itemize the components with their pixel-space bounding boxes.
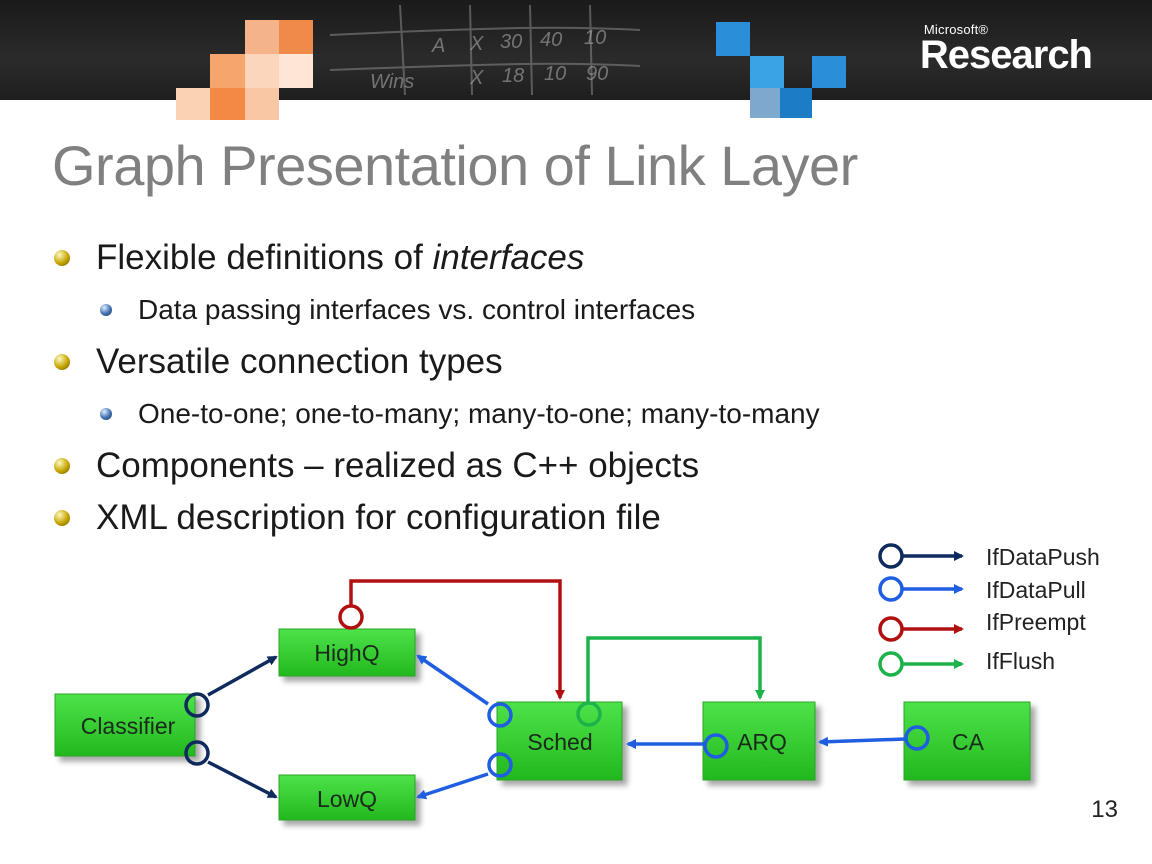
bullet-list: Flexible definitions of interfaces Data … [52,232,1112,544]
ca-label: CA [952,729,985,755]
gold-bullet-icon [54,458,70,474]
svg-text:A: A [431,35,445,57]
legend-label: IfDataPush [986,544,1100,570]
blue-bullet-icon [100,408,112,420]
bullet-text: XML description for configuration file [96,498,661,537]
flush-port-icon [576,701,602,727]
legend-label: IfFlush [986,648,1055,674]
bullet-emphasis: interfaces [432,238,585,277]
svg-text:10: 10 [544,63,566,85]
blue-bullet-icon [100,304,112,316]
pull-port-icon [487,702,513,728]
sub-bullet-item: One-to-one; one-to-many; many-to-one; ma… [52,388,1112,440]
push-port-icon [184,740,210,766]
arq-box: ARQ [702,701,816,781]
bullet-text: Versatile connection types [96,342,503,381]
slide-title: Graph Presentation of Link Layer [52,134,858,197]
classifier-label: Classifier [81,713,176,739]
bullet-item: XML description for configuration file [52,492,1112,544]
preempt-highq-to-sched-arrow [349,579,565,700]
sched-box: Sched [496,701,623,781]
flush-sched-to-arq-arrow [586,636,765,703]
bullet-item: Versatile connection types [52,336,1112,388]
sub-bullet-text: Data passing interfaces vs. control inte… [138,294,696,325]
ca-box: CA [903,701,1031,781]
legend-label: IfPreempt [986,609,1086,635]
pull-port-icon [487,752,513,778]
lowq-label: LowQ [317,786,377,812]
svg-text:10: 10 [584,27,606,49]
push-port-icon [184,692,210,718]
legend-item-ifflush: IfFlush [878,648,1055,677]
classifier-box: Classifier [54,693,196,757]
lowq-box: LowQ [278,774,416,821]
highq-box: HighQ [278,628,416,677]
arq-label: ARQ [737,729,787,755]
classifier-to-lowq-arrow [207,760,278,799]
legend-item-ifpreempt: IfPreempt [878,609,1086,642]
ca-to-arq-arrow [818,736,906,747]
sub-bullet-item: Data passing interfaces vs. control inte… [52,284,1112,336]
preempt-port-icon [338,604,364,630]
svg-text:18: 18 [502,65,524,87]
svg-text:90: 90 [586,63,608,85]
header-banner: A X 30 40 10 Wins X 18 10 90 Microsoft® Research [0,0,1152,100]
legend-item-ifdatapush: IfDataPush [878,543,1100,570]
highq-label: HighQ [314,640,379,666]
sched-to-lowq-arrow [416,772,489,800]
sched-to-highq-arrow [416,654,489,706]
logo-research-text: Research [919,33,1093,77]
bullet-text: Components – realized as C++ objects [96,446,700,485]
svg-text:30: 30 [500,31,522,53]
gold-bullet-icon [54,354,70,370]
pull-port-icon [904,725,930,751]
microsoft-research-logo: Microsoft® Research [919,22,1093,78]
legend-label: IfDataPull [986,577,1086,603]
sched-label: Sched [527,729,592,755]
banner-chalkboard-graphic: A X 30 40 10 Wins X 18 10 90 [329,4,641,96]
legend: IfDataPush IfDataPull IfPreempt IfFlush [878,543,1100,677]
bullet-text: Flexible definitions of [96,238,433,277]
svg-text:Wins: Wins [370,71,414,93]
logo-microsoft-text: Microsoft® [923,22,989,37]
bullet-item: Components – realized as C++ objects [52,440,1112,492]
legend-item-ifdatapull: IfDataPull [878,576,1086,603]
sub-bullet-text: One-to-one; one-to-many; many-to-one; ma… [138,398,820,429]
bullet-item: Flexible definitions of interfaces [52,232,1112,284]
svg-text:X: X [469,33,484,55]
page-number: 13 [1091,796,1118,823]
gold-bullet-icon [54,250,70,266]
gold-bullet-icon [54,510,70,526]
svg-text:X: X [469,67,484,89]
svg-text:40: 40 [540,29,562,51]
pull-port-icon [703,733,729,759]
classifier-to-highq-arrow [207,655,278,697]
